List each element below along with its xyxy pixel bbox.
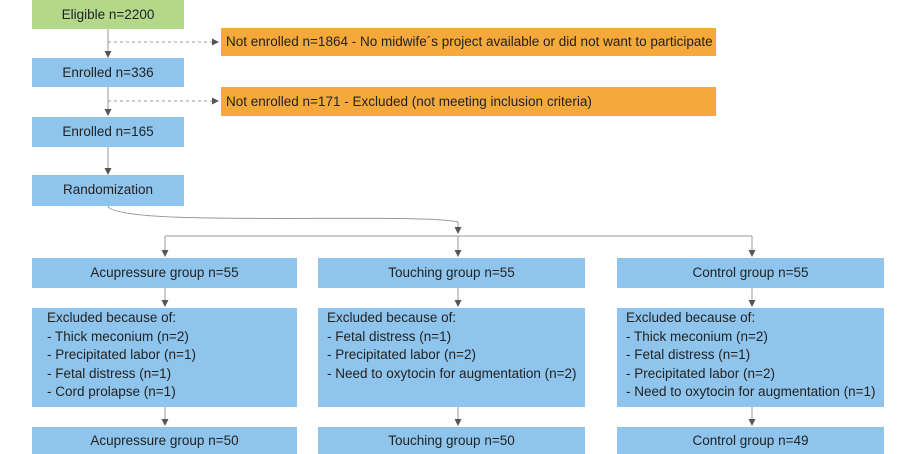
excluded-item: - Fetal distress (n=1) [47, 365, 172, 381]
enrolled-label-2: Enrolled n=165 [62, 124, 154, 139]
not-enrolled-label-1: Not enrolled n=1864 - No midwife´s proje… [226, 34, 713, 49]
not-enrolled-box-2: Not enrolled n=171 - Excluded (not meeti… [221, 87, 716, 116]
group-box-acupressure: Acupressure group n=55 [32, 258, 297, 288]
excluded-item: - Thick meconium (n=2) [47, 328, 189, 344]
final-label: Acupressure group n=50 [90, 432, 239, 448]
group-box-control: Control group n=55 [617, 258, 884, 288]
group-box-touching: Touching group n=55 [318, 258, 585, 288]
excluded-item: - Need to oxytocin for augmentation (n=2… [327, 365, 577, 381]
excluded-heading: Excluded because of: [47, 310, 177, 325]
excluded-item: - Fetal distress (n=1) [626, 347, 751, 362]
randomization-label: Randomization [62, 182, 154, 197]
final-box-touching: Touching group n=50 [318, 427, 585, 454]
excluded-box-acupressure: Excluded because of: - Thick meconium (n… [32, 308, 297, 407]
excluded-item: - Cord prolapse (n=1) [47, 384, 176, 399]
final-box-acupressure: Acupressure group n=50 [32, 427, 297, 454]
excluded-item: - Fetal distress (n=1) [327, 328, 452, 344]
final-label: Control group n=49 [692, 432, 809, 448]
eligible-box: Eligible n=2200 [32, 0, 184, 29]
group-title: Touching group n=55 [388, 265, 515, 280]
final-box-control: Control group n=49 [617, 427, 884, 454]
excluded-item: - Need to oxytocin for augmentation (n=1… [626, 384, 876, 399]
excluded-box-control: Excluded because of: - Thick meconium (n… [617, 308, 884, 407]
excluded-heading: Excluded because of: [327, 310, 457, 325]
excluded-item: - Precipitated labor (n=1) [47, 347, 196, 362]
final-label: Touching group n=50 [388, 432, 515, 448]
excluded-heading: Excluded because of: [626, 310, 756, 325]
excluded-item: - Precipitated labor (n=2) [327, 347, 476, 362]
group-title: Acupressure group n=55 [90, 265, 239, 280]
group-title: Control group n=55 [692, 265, 809, 280]
excluded-box-touching: Excluded because of: - Fetal distress (n… [318, 308, 585, 407]
not-enrolled-box-1: Not enrolled n=1864 - No midwife´s proje… [221, 28, 716, 56]
enrolled-box-2: Enrolled n=165 [32, 117, 184, 147]
enrolled-label-1: Enrolled n=336 [62, 64, 154, 80]
enrolled-box-1: Enrolled n=336 [32, 58, 184, 87]
eligible-label: Eligible n=2200 [61, 6, 155, 22]
excluded-item: - Precipitated labor (n=2) [626, 365, 775, 381]
randomization-box: Randomization [32, 175, 184, 206]
not-enrolled-label-2: Not enrolled n=171 - Excluded (not meeti… [226, 93, 592, 109]
excluded-item: - Thick meconium (n=2) [626, 328, 768, 344]
